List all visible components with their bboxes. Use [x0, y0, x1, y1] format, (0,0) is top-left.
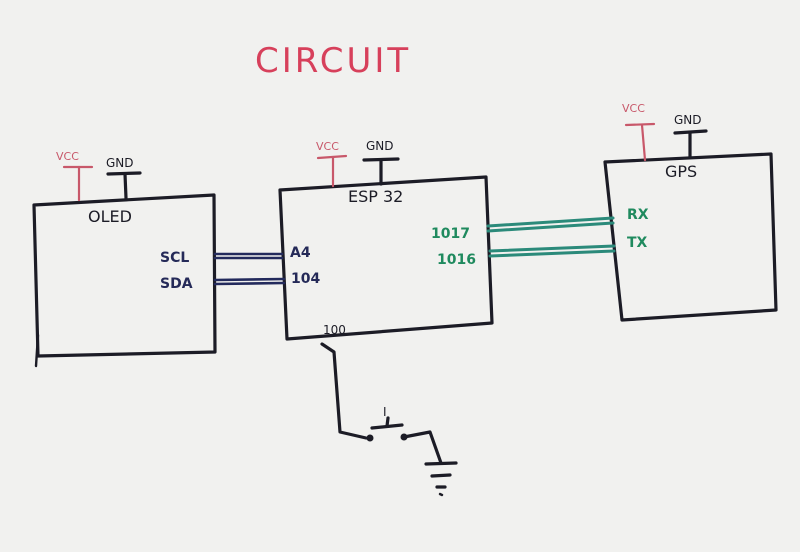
- diagram-title: CIRCUIT: [255, 41, 411, 81]
- esp32-gnd-label: GND: [366, 139, 394, 153]
- oled-pin-scl: SCL: [160, 250, 189, 266]
- esp32-label: ESP 32: [348, 187, 403, 206]
- esp32-pin-100: 100: [323, 323, 346, 337]
- wire-sda-2: [213, 281, 286, 286]
- button-wire-in: [320, 342, 368, 440]
- oled-gnd-label: GND: [106, 156, 134, 170]
- esp32-vcc-label: VCC: [316, 140, 339, 153]
- oled-label: OLED: [88, 207, 132, 226]
- oled-block: OLED VCC GND SCL SDA: [32, 150, 217, 368]
- button-wire-out: [402, 430, 443, 465]
- push-button: I: [320, 342, 443, 465]
- ground-line-2: [430, 473, 452, 478]
- oled-pin-sda: SDA: [160, 276, 193, 292]
- ground-line-1: [424, 461, 458, 466]
- gps-vcc-wire: [640, 123, 647, 162]
- gps-pin-rx: RX: [627, 207, 649, 223]
- wire-rx-tx: [488, 244, 616, 253]
- oled-box: [32, 193, 217, 358]
- esp32-pin-a4: A4: [290, 245, 311, 261]
- gps-pin-tx: TX: [627, 235, 648, 251]
- esp32-pin-104: 104: [291, 271, 320, 287]
- gps-gnd-label: GND: [674, 113, 702, 127]
- button-stem: [385, 416, 390, 428]
- gps-vcc-bar: [624, 122, 656, 127]
- wire-tx-rx-2: [486, 221, 615, 233]
- wire-sda: [213, 277, 286, 282]
- oled-gnd-wire: [123, 172, 128, 200]
- esp32-block: ESP 32 VCC GND A4 104 1017 1016 100: [278, 139, 494, 341]
- esp32-box: [278, 175, 494, 341]
- gps-vcc-label: VCC: [622, 102, 645, 115]
- ground-symbol: [424, 461, 458, 497]
- button-contact-left: [366, 434, 374, 442]
- oled-box-tail: [34, 333, 40, 368]
- wire-rx-tx-2: [488, 249, 616, 258]
- gps-block: GPS VCC GND RX TX: [603, 102, 778, 322]
- ground-line-4: [438, 492, 444, 497]
- esp32-pin-1016: 1016: [437, 252, 476, 268]
- gps-box: [603, 152, 778, 322]
- gps-label: GPS: [665, 162, 697, 181]
- oled-vcc-label: VCC: [56, 150, 79, 163]
- wire-tx-rx: [486, 216, 615, 228]
- esp32-pin-1017: 1017: [431, 226, 470, 242]
- button-label: I: [383, 405, 387, 419]
